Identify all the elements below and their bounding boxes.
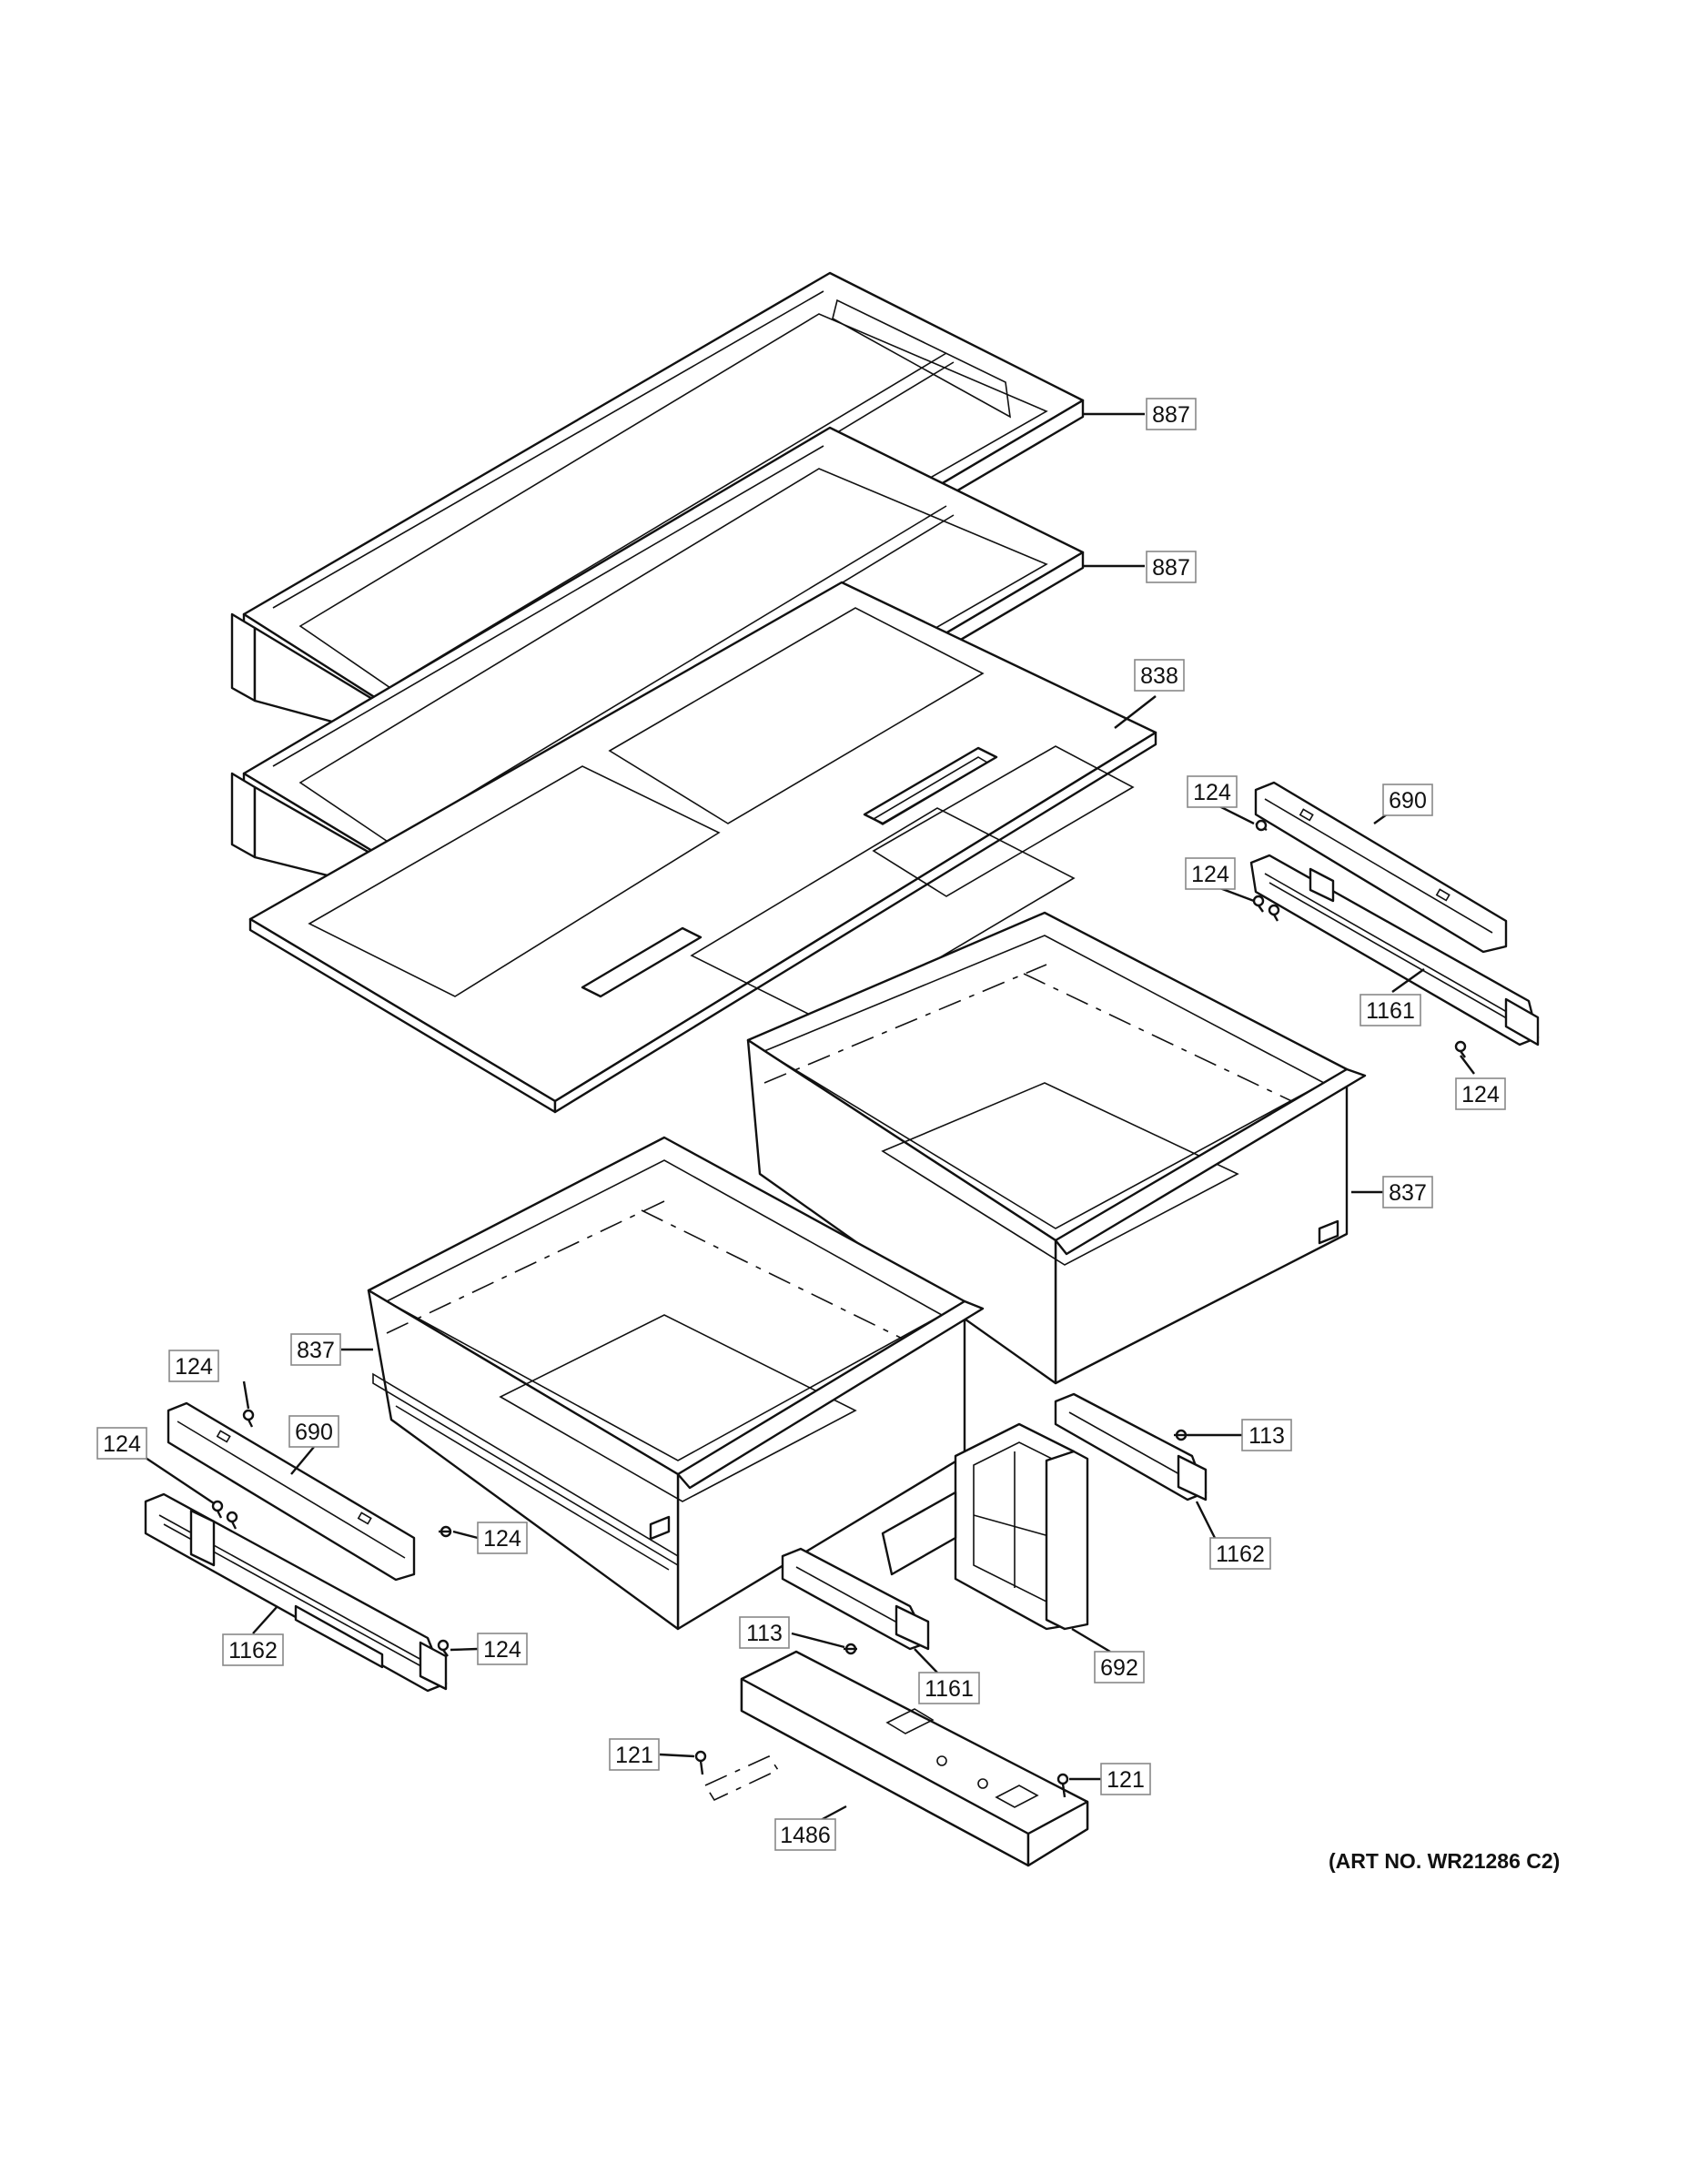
callout-label: 1161 — [925, 1676, 974, 1702]
callout-label: 690 — [1389, 788, 1427, 814]
callout: 124 — [168, 1350, 219, 1382]
callout-label: 887 — [1152, 555, 1190, 581]
screw-left-5 — [437, 1639, 450, 1657]
screw-center-113-right — [1174, 1429, 1188, 1441]
callout: 838 — [1134, 659, 1185, 692]
screw-left-3 — [226, 1511, 238, 1530]
callout: 692 — [1094, 1651, 1145, 1684]
cover-panel — [248, 581, 1157, 1114]
drawer-right — [746, 911, 1367, 1385]
cover-bottom — [703, 1650, 1089, 1867]
callout: 124 — [1455, 1077, 1506, 1110]
callout-label: 1161 — [1366, 998, 1415, 1024]
callout: 124 — [1187, 775, 1238, 808]
callout-label: 124 — [1193, 780, 1231, 805]
rail-bracket-left — [167, 1401, 416, 1582]
callout: 113 — [1241, 1419, 1292, 1451]
callout-label: 121 — [1107, 1767, 1145, 1793]
callout: 837 — [1382, 1176, 1433, 1208]
rail-bracket-right — [1254, 781, 1508, 954]
callout: 690 — [288, 1415, 339, 1448]
callout-label: 113 — [746, 1621, 783, 1646]
callout-label: 124 — [483, 1526, 521, 1552]
screw-left-4 — [439, 1525, 452, 1538]
callout: 837 — [290, 1333, 341, 1366]
art-number: (ART NO. WR21286 C2) — [1329, 1849, 1561, 1873]
slide-rail-center-right — [1054, 1392, 1208, 1502]
screw-right-3 — [1268, 904, 1280, 922]
screw-left-2 — [211, 1500, 224, 1519]
callout: 124 — [477, 1522, 528, 1554]
callout: 124 — [477, 1633, 528, 1665]
callout: 121 — [1100, 1763, 1151, 1795]
callout: 690 — [1382, 784, 1433, 816]
callout-label: 124 — [1191, 862, 1229, 887]
callout-label: 113 — [1248, 1423, 1285, 1449]
callout-label: 837 — [1389, 1180, 1427, 1206]
callout: 887 — [1146, 398, 1197, 430]
slide-rail-left — [144, 1492, 448, 1693]
divider — [881, 1422, 1089, 1631]
screw-121-right — [1056, 1773, 1069, 1798]
callout: 1162 — [1209, 1537, 1271, 1570]
callout: 113 — [739, 1616, 790, 1649]
callout-label: 1162 — [228, 1638, 278, 1663]
callout: 1162 — [222, 1633, 284, 1666]
leader-lines — [145, 412, 1475, 1822]
callout: 124 — [96, 1427, 147, 1460]
callout-label: 1486 — [780, 1823, 831, 1848]
slide-rail-right — [1249, 854, 1540, 1046]
callout: 1161 — [1359, 994, 1421, 1026]
slide-rail-center-left — [781, 1547, 930, 1651]
callout-label: 837 — [297, 1338, 335, 1363]
callout-label: 887 — [1152, 402, 1190, 428]
callout-label: 124 — [175, 1354, 213, 1380]
callout: 124 — [1185, 857, 1236, 890]
screw-right-1 — [1255, 819, 1268, 832]
callout-label: 1162 — [1216, 1542, 1265, 1567]
callout-label: 690 — [295, 1420, 333, 1445]
screw-right-4 — [1454, 1040, 1467, 1058]
callout: 1486 — [774, 1818, 836, 1851]
callout: 1161 — [918, 1672, 980, 1704]
screw-left-1 — [242, 1409, 255, 1428]
callout-label: 124 — [103, 1431, 141, 1457]
screw-right-2 — [1252, 895, 1265, 913]
callout-label: 838 — [1140, 663, 1178, 689]
callout-label: 692 — [1100, 1655, 1138, 1681]
callout: 887 — [1146, 551, 1197, 583]
callout: 121 — [609, 1738, 660, 1771]
screw-center-113-left — [844, 1643, 857, 1655]
callout-label: 124 — [1461, 1082, 1500, 1107]
screw-121-left — [694, 1750, 707, 1775]
callout-label: 124 — [483, 1637, 521, 1663]
callout-label: 121 — [615, 1743, 653, 1768]
drawer-left — [367, 1136, 985, 1631]
